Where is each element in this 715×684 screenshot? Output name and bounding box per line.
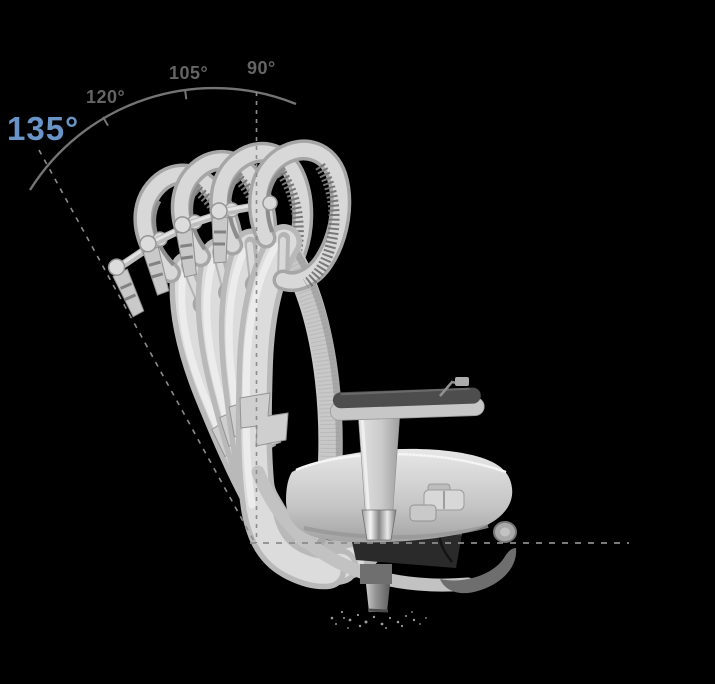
armrest-pad-sheen [340, 387, 470, 396]
seat-side-frame [251, 465, 475, 592]
armrest [329, 377, 485, 541]
cylinder-collar [360, 564, 392, 584]
tick-120 [102, 116, 109, 127]
angle-label-120: 120° [86, 87, 126, 107]
angle-scale [28, 86, 629, 544]
base-leg-blade [440, 548, 517, 594]
recline-arc [28, 86, 297, 191]
adjust-lever-left [409, 504, 437, 522]
angle-label-90: 90° [247, 58, 276, 78]
tension-knob-cap [500, 527, 510, 537]
cylinder-cap [367, 608, 389, 613]
seat-bottom-shadow [303, 524, 489, 540]
gas-cylinder [366, 584, 390, 612]
armrest-chrome-cuff [361, 509, 397, 541]
armrest-pad [329, 387, 485, 421]
angle-label-105: 105° [169, 63, 209, 83]
angle-label-135: 135° [7, 110, 80, 147]
pad-hinge-clip [455, 377, 469, 386]
dashed-line-135 [38, 149, 256, 544]
armrest-post-highlight [360, 413, 371, 519]
shadow-stipple [330, 610, 427, 629]
seat-cushion [286, 448, 513, 543]
tick-105 [184, 89, 188, 100]
seat-base [251, 448, 517, 629]
